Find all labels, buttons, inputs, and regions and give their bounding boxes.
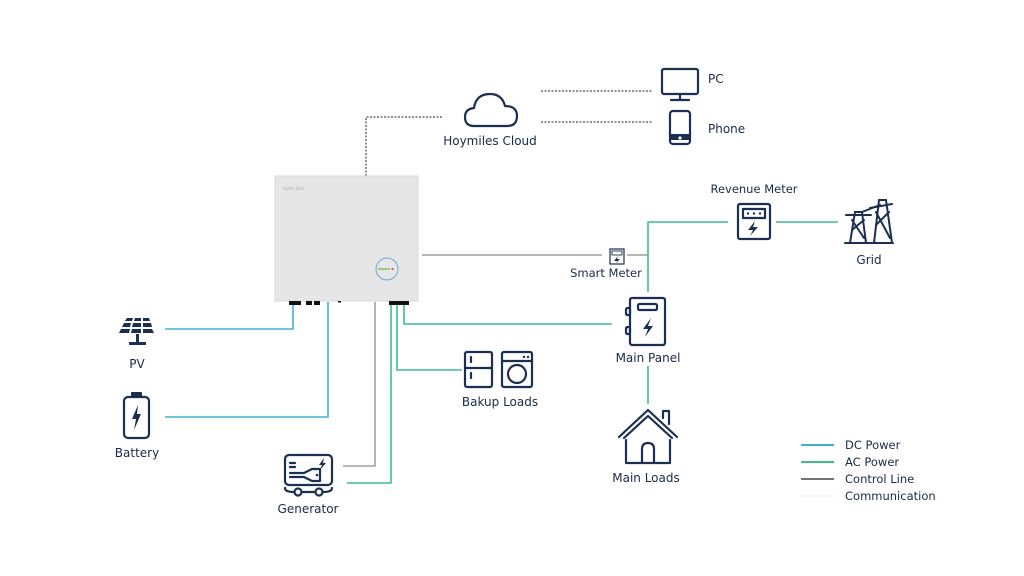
battery-label: Battery <box>115 446 159 460</box>
smart-meter-label: Smart Meter <box>570 266 642 280</box>
dc-line-battery <box>165 302 329 418</box>
power-tower-icon <box>844 199 894 244</box>
monitor-icon <box>660 67 700 102</box>
smart-meter-icon <box>609 248 625 265</box>
inverter-status-ring <box>375 257 399 281</box>
node-battery[interactable]: Battery <box>115 392 159 460</box>
node-phone[interactable]: Phone <box>668 109 745 146</box>
grid-label: Grid <box>856 253 881 267</box>
ac-line-generator <box>347 302 392 484</box>
pv-label: PV <box>129 357 145 371</box>
ac-line-main-panel <box>403 302 612 325</box>
control-line-generator <box>343 302 376 467</box>
legend-item-communication: Communication <box>801 489 936 503</box>
node-revenue-meter[interactable]: Revenue Meter <box>710 182 798 241</box>
electrical-panel-icon <box>624 296 667 347</box>
cloud-label: Hoymiles Cloud <box>443 134 537 148</box>
legend-label-control: Control Line <box>845 472 914 486</box>
cloud-icon <box>463 92 519 128</box>
generator-label: Generator <box>278 502 339 516</box>
phone-label: Phone <box>708 122 745 136</box>
ac-line-backup-loads <box>396 302 462 371</box>
solar-panel-icon <box>119 318 154 345</box>
generator-icon <box>283 453 334 497</box>
house-icon <box>617 408 679 465</box>
legend: DC Power AC Power Control Line Communica… <box>801 438 936 503</box>
node-cloud[interactable]: Hoymiles Cloud <box>443 92 537 148</box>
backup-loads-label: Bakup Loads <box>462 395 538 409</box>
pc-label: PC <box>708 72 724 86</box>
main-panel-label: Main Panel <box>616 351 681 365</box>
legend-label-ac: AC Power <box>845 455 899 469</box>
node-pc[interactable]: PC <box>660 67 724 102</box>
main-loads-label: Main Loads <box>612 471 680 485</box>
battery-icon <box>122 392 151 440</box>
meter-icon <box>736 202 772 241</box>
node-main-panel[interactable]: Main Panel <box>616 296 681 365</box>
dc-line-pv <box>165 302 294 330</box>
legend-label-dc: DC Power <box>845 438 901 452</box>
ac-line-panel-revenue <box>647 221 728 292</box>
revenue-meter-label: Revenue Meter <box>710 182 797 196</box>
legend-label-communication: Communication <box>845 489 936 503</box>
legend-item-ac-power: AC Power <box>801 455 899 469</box>
node-generator[interactable]: Generator <box>278 453 339 516</box>
inverter-body <box>274 175 419 302</box>
phone-icon <box>668 109 692 146</box>
legend-item-control-line: Control Line <box>801 472 914 486</box>
refrigerator-icon <box>463 350 494 389</box>
node-backup-loads[interactable]: Bakup Loads <box>462 350 538 409</box>
node-grid[interactable]: Grid <box>844 199 894 267</box>
inverter-brand-text: Hymi Bes <box>283 186 305 192</box>
legend-item-dc-power: DC Power <box>801 438 901 452</box>
inverter-led-indicators <box>378 268 394 270</box>
comm-line-inverter-cloud <box>365 116 442 197</box>
node-main-loads[interactable]: Main Loads <box>612 408 680 485</box>
node-smart-meter[interactable]: Smart Meter <box>570 248 642 280</box>
node-pv[interactable]: PV <box>119 318 154 371</box>
washing-machine-icon <box>500 350 534 389</box>
inverter-terminals <box>289 301 409 305</box>
inverter[interactable]: Hymi Bes <box>274 175 419 305</box>
